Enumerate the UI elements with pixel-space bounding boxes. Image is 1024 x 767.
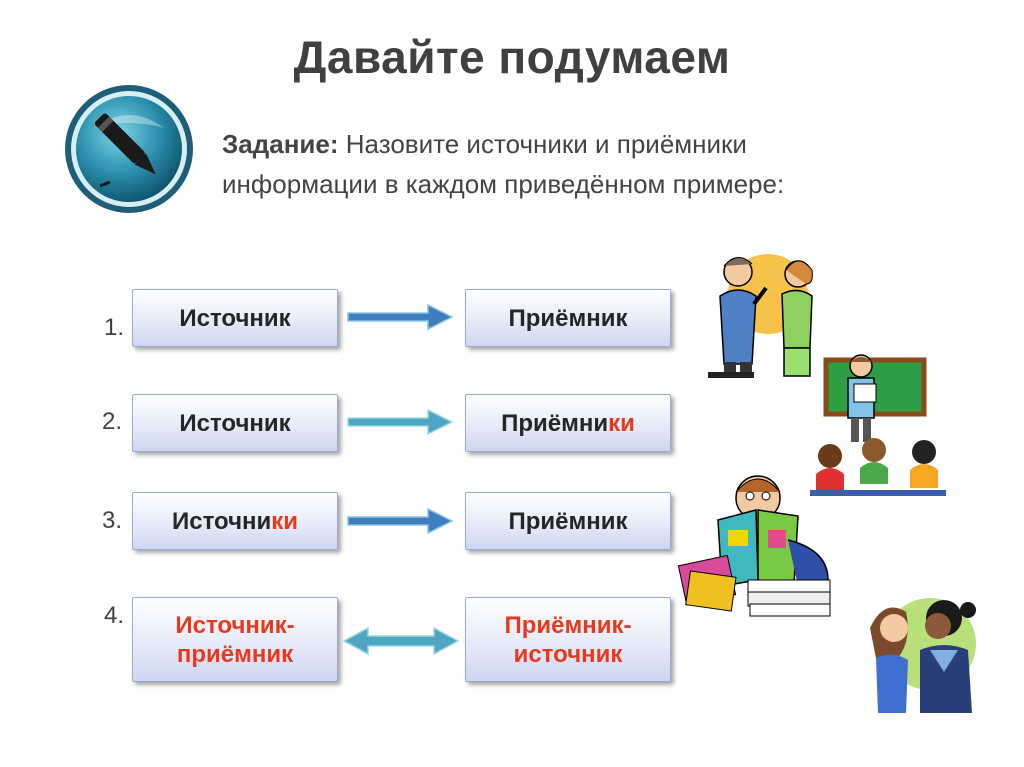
plural-ending: ки <box>608 409 635 437</box>
arrow-right-icon <box>347 408 454 436</box>
receiver-label: Приёмник <box>508 304 628 332</box>
source-receiver-label: Источник-приёмник <box>175 611 295 668</box>
row-number-1: 1. <box>104 314 125 341</box>
source-label: Источник <box>179 409 291 437</box>
row-number-2: 2. <box>102 408 123 435</box>
source-box-3: Источники <box>132 492 338 550</box>
talking-girls-illustration <box>870 598 976 713</box>
source-box-1: Источник <box>132 289 338 347</box>
page-title: Давайте подумаем <box>293 31 731 83</box>
receiver-label: Приёмник <box>508 507 628 535</box>
receiver-source-label: Приёмник-источник <box>504 611 632 668</box>
task-line2: информации в каждом приведённом примере: <box>222 169 785 199</box>
task-text: Задание: Назовите источники и приёмники … <box>222 124 922 204</box>
teacher-students-illustration <box>810 354 946 496</box>
source-label: Источники <box>171 507 299 535</box>
task-label: Задание: <box>222 129 339 159</box>
source-receiver-box: Источник-приёмник <box>132 597 338 682</box>
task-line1: Назовите источники и приёмники <box>345 129 747 159</box>
plural-ending: ки <box>271 507 299 535</box>
arrow-double-icon <box>342 626 460 656</box>
source-box-2: Источник <box>132 394 338 452</box>
receiver-box-3: Приёмник <box>465 492 671 550</box>
pen-icon <box>65 85 193 213</box>
receiver-box-1: Приёмник <box>465 289 671 347</box>
arrow-right-icon <box>347 507 454 535</box>
receiver-box-2: Приёмники <box>465 394 671 452</box>
arrow-right-icon <box>347 303 454 331</box>
reading-boy-illustration <box>678 475 831 617</box>
source-label: Источник <box>179 304 291 332</box>
row-number-3: 3. <box>102 507 123 534</box>
talking-adults-illustration <box>708 254 813 378</box>
row-number-4: 4. <box>104 602 125 629</box>
receiver-label: Приёмники <box>501 409 635 437</box>
receiver-source-box: Приёмник-источник <box>465 597 671 682</box>
